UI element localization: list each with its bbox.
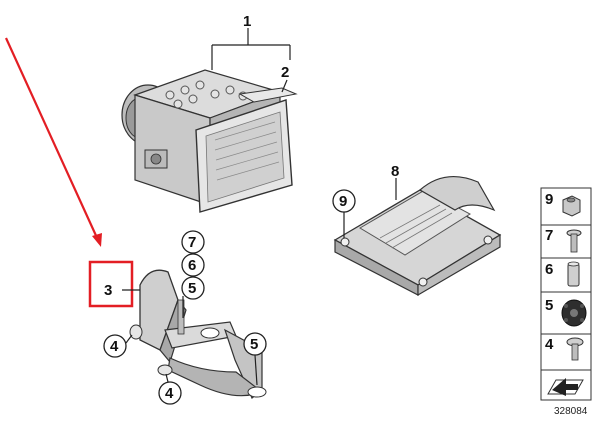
legend-label-6[interactable]: 6 [545, 261, 553, 278]
callout-stack-7-6-5 [182, 296, 184, 318]
callout-part-4-bottom[interactable]: 4 [165, 385, 174, 402]
abs-module-illustration [121, 69, 298, 213]
callout-part-5-upper[interactable]: 5 [188, 280, 196, 297]
nut-icon [562, 195, 581, 217]
callout-leaders-1-2 [211, 28, 291, 93]
callout-circle-4-left [103, 334, 127, 358]
parts-legend [540, 187, 592, 401]
reference-number: 328084 [554, 406, 588, 417]
callout-part-3[interactable]: 3 [104, 282, 112, 299]
control-unit-illustration [333, 176, 502, 297]
callout-circle-9 [332, 189, 356, 213]
highlight-box-part-3 [88, 260, 134, 308]
sleeve-icon [567, 261, 580, 287]
callout-leader-4-left [125, 334, 133, 344]
callout-part-9[interactable]: 9 [339, 193, 347, 210]
legend-label-4[interactable]: 4 [545, 336, 554, 353]
screw-icon [566, 229, 582, 253]
callout-circle-5-upper [181, 276, 205, 300]
callout-part-7[interactable]: 7 [188, 234, 196, 251]
callout-part-6[interactable]: 6 [188, 257, 196, 274]
callout-leader-5-right [254, 354, 258, 386]
callout-part-1[interactable]: 1 [243, 13, 251, 30]
legend-label-7[interactable]: 7 [545, 227, 553, 244]
legend-label-5[interactable]: 5 [545, 297, 553, 314]
callout-part-2[interactable]: 2 [281, 64, 289, 81]
callout-circle-7 [181, 230, 205, 254]
direction-arrow-icon [547, 378, 584, 396]
bolt-icon [566, 337, 584, 361]
rubber-mount-icon [561, 299, 587, 327]
highlight-arrow [4, 37, 102, 247]
callout-part-8[interactable]: 8 [391, 163, 399, 180]
callout-part-4-left[interactable]: 4 [110, 338, 119, 355]
callout-leaders-8-9 [343, 178, 397, 238]
callout-part-5-right[interactable]: 5 [250, 336, 258, 353]
callout-leader-4-bottom [165, 373, 169, 383]
callout-circle-4-bottom [158, 381, 182, 405]
legend-label-9[interactable]: 9 [545, 191, 553, 208]
callout-circle-6 [181, 253, 205, 277]
